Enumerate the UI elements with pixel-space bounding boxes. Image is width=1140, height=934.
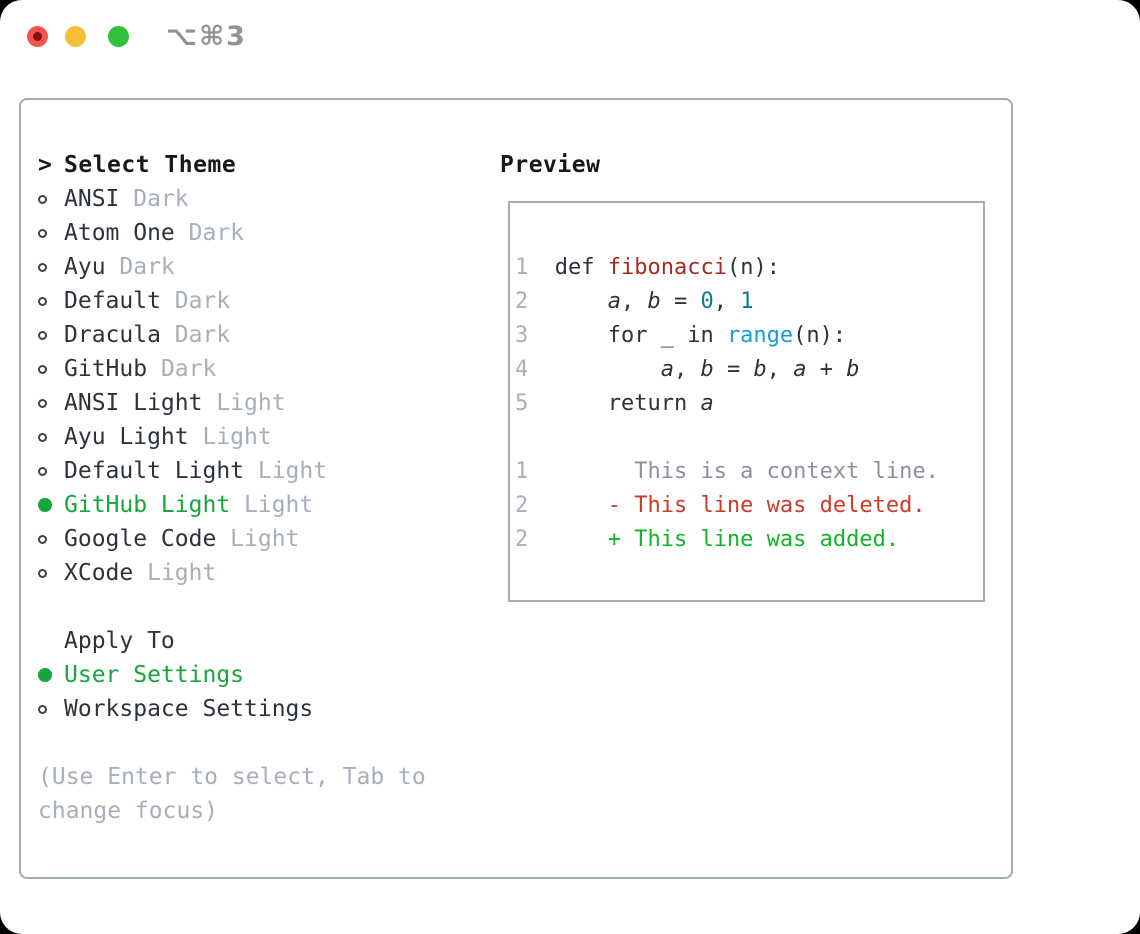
radio-unselected-icon — [38, 466, 47, 476]
theme-item[interactable]: Ayu Dark — [38, 250, 327, 284]
apply-option[interactable]: User Settings — [38, 658, 313, 692]
theme-variant: Light — [257, 458, 328, 484]
theme-item[interactable]: Google Code Light — [38, 522, 327, 556]
theme-item[interactable]: Atom One Dark — [38, 216, 327, 250]
code-line: 2 - This line was deleted. — [515, 493, 926, 518]
unsaved-dot-icon — [33, 32, 42, 41]
theme-item[interactable]: Dracula Dark — [38, 318, 327, 352]
radio-unselected-icon — [38, 296, 47, 306]
radio-unselected-icon — [38, 398, 47, 408]
theme-name: ANSI Light — [64, 390, 203, 416]
theme-variant: Dark — [119, 254, 175, 280]
theme-variant: Dark — [188, 220, 245, 246]
code-line: 3 for _ in range(n): — [515, 323, 847, 348]
theme-item[interactable]: ANSI Dark — [38, 182, 327, 216]
radio-unselected-icon — [38, 568, 47, 578]
code-line: 5 return a — [515, 391, 714, 416]
theme-variant: Light — [147, 560, 217, 586]
code-line: 1 This is a context line. — [515, 459, 939, 484]
code-line: 4 a, b = b, a + b — [515, 357, 860, 382]
theme-variant: Dark — [160, 356, 217, 382]
radio-unselected-icon — [38, 194, 47, 204]
radio-unselected-icon — [38, 262, 47, 272]
preview-title: Preview — [500, 152, 601, 178]
theme-variant: Dark — [133, 186, 189, 212]
code-line: 2 + This line was added. — [515, 527, 900, 552]
radio-unselected-icon — [38, 228, 47, 238]
radio-selected-icon — [38, 498, 52, 512]
theme-name: Dracula — [64, 322, 161, 348]
apply-to-label: Apply To — [64, 628, 175, 654]
code-line: 2 a, b = 0, 1 — [515, 289, 754, 314]
theme-item[interactable]: Default Light Light — [38, 454, 327, 488]
code-line: 1 def fibonacci(n): — [515, 255, 780, 280]
theme-name: ANSI — [64, 186, 120, 212]
theme-name: Ayu — [64, 254, 106, 280]
theme-picker-title: Select Theme — [64, 152, 237, 178]
radio-unselected-icon — [38, 330, 47, 340]
radio-unselected-icon — [38, 364, 47, 374]
theme-name: GitHub — [64, 356, 148, 382]
radio-selected-icon — [38, 668, 52, 682]
theme-name: Default Light — [64, 458, 245, 484]
theme-item[interactable]: Ayu Light Light — [38, 420, 327, 454]
apply-option-label: Workspace Settings — [64, 696, 314, 722]
maximize-button[interactable] — [108, 26, 129, 47]
theme-item[interactable]: Default Dark — [38, 284, 327, 318]
radio-unselected-icon — [38, 534, 47, 544]
titlebar: ⌥⌘3 — [0, 0, 1140, 74]
apply-option[interactable]: Workspace Settings — [38, 692, 313, 726]
theme-variant: Light — [216, 390, 286, 416]
theme-name: Atom One — [64, 220, 175, 246]
theme-variant: Dark — [174, 322, 231, 348]
theme-picker-header: > Select Theme — [38, 148, 327, 182]
window-title: ⌥⌘3 — [166, 21, 247, 52]
theme-variant: Light — [202, 424, 272, 450]
apply-to-header: Apply To — [38, 624, 313, 658]
theme-variant: Dark — [174, 288, 231, 314]
theme-item[interactable]: GitHub Light Light — [38, 488, 327, 522]
prompt-caret-icon: > — [38, 152, 52, 178]
code-line — [515, 421, 983, 455]
theme-variant: Light — [244, 492, 314, 518]
radio-unselected-icon — [38, 432, 47, 442]
close-button[interactable] — [27, 26, 48, 47]
hint-text: (Use Enter to select, Tab to change focu… — [38, 764, 426, 824]
theme-name: Default — [64, 288, 161, 314]
theme-item[interactable]: GitHub Dark — [38, 352, 327, 386]
minimize-button[interactable] — [65, 26, 86, 47]
radio-unselected-icon — [38, 704, 47, 714]
theme-name: Google Code — [64, 526, 217, 552]
theme-name: GitHub Light — [64, 492, 231, 518]
theme-item[interactable]: ANSI Light Light — [38, 386, 327, 420]
theme-name: Ayu Light — [64, 424, 189, 450]
theme-variant: Light — [230, 526, 300, 552]
theme-item[interactable]: XCode Light — [38, 556, 327, 590]
preview-box: 1 def fibonacci(n): 2 a, b = 0, 1 3 for _ … — [508, 201, 985, 602]
theme-name: XCode — [64, 560, 134, 586]
apply-option-label: User Settings — [64, 662, 245, 688]
